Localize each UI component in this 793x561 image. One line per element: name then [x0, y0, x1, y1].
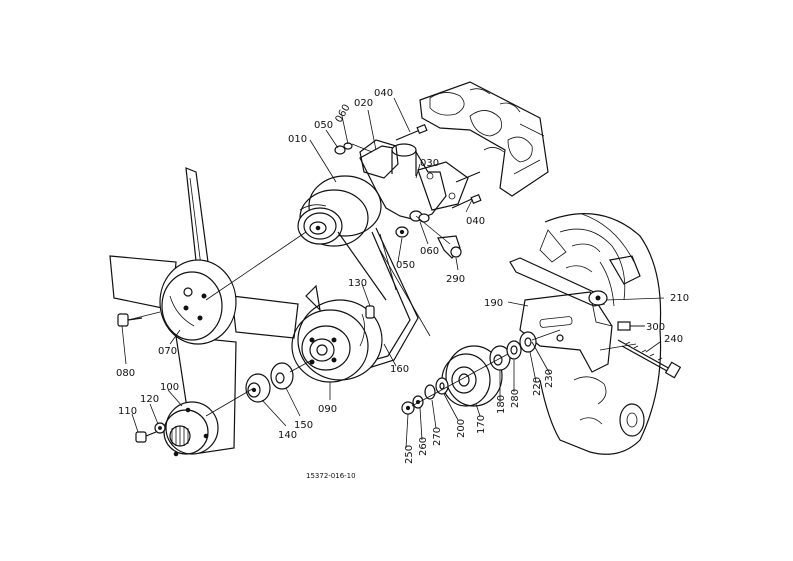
- lock-washer-260: [412, 395, 424, 409]
- callout-060-top: 060: [334, 103, 353, 125]
- assembly-lines: [127, 143, 561, 417]
- callout-020: 020: [354, 98, 373, 109]
- callout-010: 010: [288, 134, 307, 145]
- spacer-280: [506, 340, 522, 360]
- nut-050-top: [334, 142, 353, 155]
- callout-leaders: [121, 97, 665, 449]
- callout-300: 300: [646, 322, 665, 333]
- bolt-080: [117, 313, 143, 327]
- callout-220: 220: [532, 377, 543, 396]
- callout-240: 240: [664, 334, 683, 345]
- washer-270: [424, 384, 436, 400]
- callout-140: 140: [278, 430, 297, 441]
- callout-230: 230: [544, 369, 555, 388]
- bolt-240: [617, 339, 682, 379]
- callout-060-bottom: 060: [420, 246, 439, 257]
- callout-160: 160: [390, 364, 409, 375]
- washer-150: [270, 362, 294, 390]
- callout-040-right: 040: [466, 216, 485, 227]
- callout-040-top: 040: [374, 88, 393, 99]
- callout-260: 260: [418, 437, 429, 456]
- callout-050-bottom: 050: [396, 260, 415, 271]
- drawing-code: 15372-016-10: [306, 472, 356, 480]
- nut-250: [401, 401, 415, 415]
- callout-100: 100: [160, 382, 179, 393]
- tension-arm-210: [509, 257, 608, 307]
- callout-290: 290: [446, 274, 465, 285]
- callout-080: 080: [116, 368, 135, 379]
- fan-070: [109, 167, 299, 455]
- callout-labels: 010 020 030 040 040 050 050 060 060 070 …: [116, 88, 689, 480]
- engine-block-top: [419, 81, 549, 197]
- water-pump-010: [297, 123, 482, 247]
- callout-070: 070: [158, 346, 177, 357]
- callout-150: 150: [294, 420, 313, 431]
- spacer-130: [365, 305, 375, 319]
- bearing-140: [245, 373, 271, 403]
- callout-180: 180: [496, 395, 507, 414]
- callout-090: 090: [318, 404, 337, 415]
- callout-050-top: 050: [314, 120, 333, 131]
- bolt-110: [135, 431, 157, 443]
- washer-120: [154, 422, 166, 434]
- flange-100: [163, 401, 219, 457]
- elbow-290: [437, 235, 462, 259]
- gear-case-housing: [539, 213, 662, 455]
- callout-170: 170: [476, 415, 487, 434]
- callout-130: 130: [348, 278, 367, 289]
- callout-210: 210: [670, 293, 689, 304]
- callout-120: 120: [140, 394, 159, 405]
- washer-060: [409, 210, 430, 223]
- callout-030: 030: [420, 158, 439, 169]
- callout-200: 200: [456, 419, 467, 438]
- fan-pulley-090: [291, 284, 383, 383]
- callout-270: 270: [432, 427, 443, 446]
- nut-050-bottom: [395, 226, 409, 238]
- collar-200: [435, 377, 449, 395]
- callout-250: 250: [404, 445, 415, 464]
- callout-110: 110: [118, 406, 137, 417]
- washer-220: [519, 331, 537, 353]
- callout-280: 280: [510, 389, 521, 408]
- callout-190: 190: [484, 298, 503, 309]
